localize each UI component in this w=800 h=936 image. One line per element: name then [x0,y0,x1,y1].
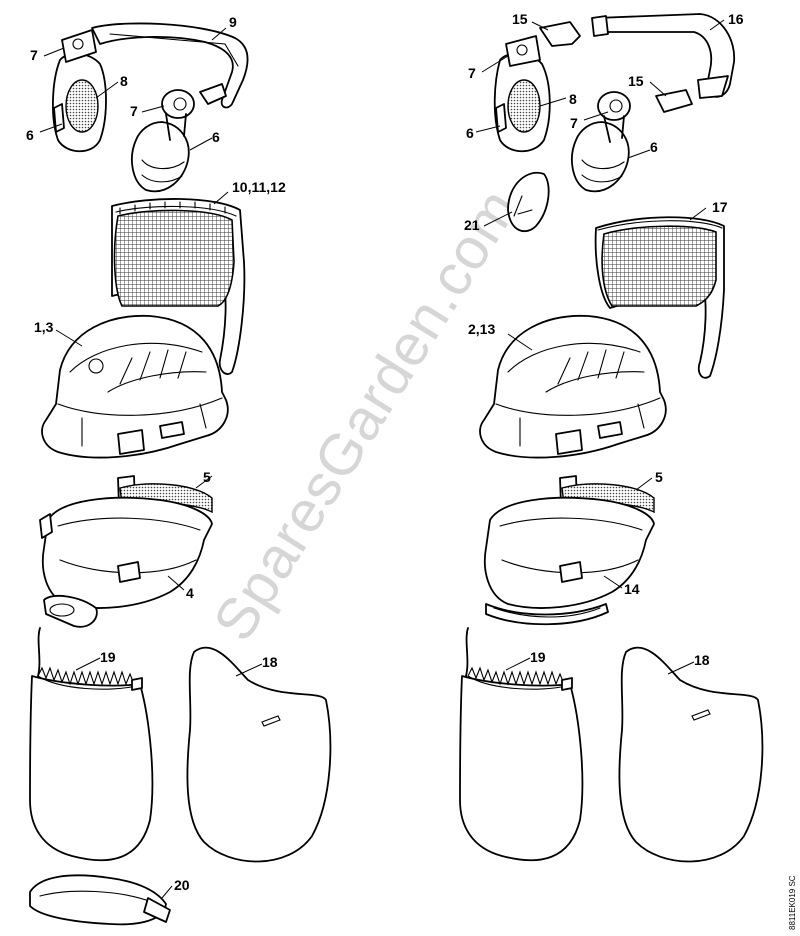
callout-right-17: 17 [712,199,728,215]
callout-left-1-3: 1,3 [34,319,54,335]
callout-left-7a: 7 [30,47,38,63]
left-headband-harness [39,475,213,628]
callout-left-10-11-12: 10,11,12 [232,179,286,195]
right-neck-protector-19 [459,627,584,862]
left-face-shield-18 [186,646,332,863]
right-earmuffs [493,35,631,193]
left-neck-protector-19 [29,627,154,862]
drawing-code: 8811EK019 SC [788,875,797,930]
right-lens-21 [507,171,550,233]
callout-right-21: 21 [464,217,480,233]
callout-right-16: 16 [728,11,744,27]
right-headband-harness [483,475,655,626]
callout-right-18: 18 [694,652,710,668]
callout-left-9: 9 [229,14,237,30]
callout-right-7b: 7 [570,115,578,131]
callout-right-19: 19 [530,649,546,665]
callout-left-4: 4 [186,585,194,601]
callout-left-5: 5 [203,469,211,485]
callout-left-20: 20 [174,877,190,893]
callout-right-2-13: 2,13 [468,321,495,337]
callout-right-6b: 6 [650,139,658,155]
callout-right-15a: 15 [512,11,528,27]
callout-left-6b: 6 [212,129,220,145]
right-mesh-visor-17 [594,216,725,379]
right-assembly: 15 16 7 8 15 6 7 6 21 17 2,13 5 14 19 18 [459,11,764,863]
callout-right-8: 8 [569,91,577,107]
right-headband-16 [539,13,735,113]
callout-right-5: 5 [655,469,663,485]
callout-right-7a: 7 [468,65,476,81]
left-mesh-visor [111,198,246,375]
callout-left-8: 8 [120,73,128,89]
right-face-shield-18 [618,646,764,863]
callout-left-19: 19 [100,649,116,665]
callout-left-7b: 7 [130,103,138,119]
callout-right-14: 14 [624,581,640,597]
left-assembly: 9 7 8 6 7 6 10,11,12 1,3 5 4 19 18 20 [26,14,332,926]
callout-left-18: 18 [262,654,278,670]
callout-right-15b: 15 [628,73,644,89]
watermark-text: SparesGarden.com [201,177,531,652]
left-chin-strap-20 [29,874,171,926]
left-helmet [41,314,229,459]
callout-right-6a: 6 [466,125,474,141]
callout-left-6a: 6 [26,127,34,143]
left-earmuff-headband [52,22,249,193]
right-helmet-2-13 [479,314,667,459]
